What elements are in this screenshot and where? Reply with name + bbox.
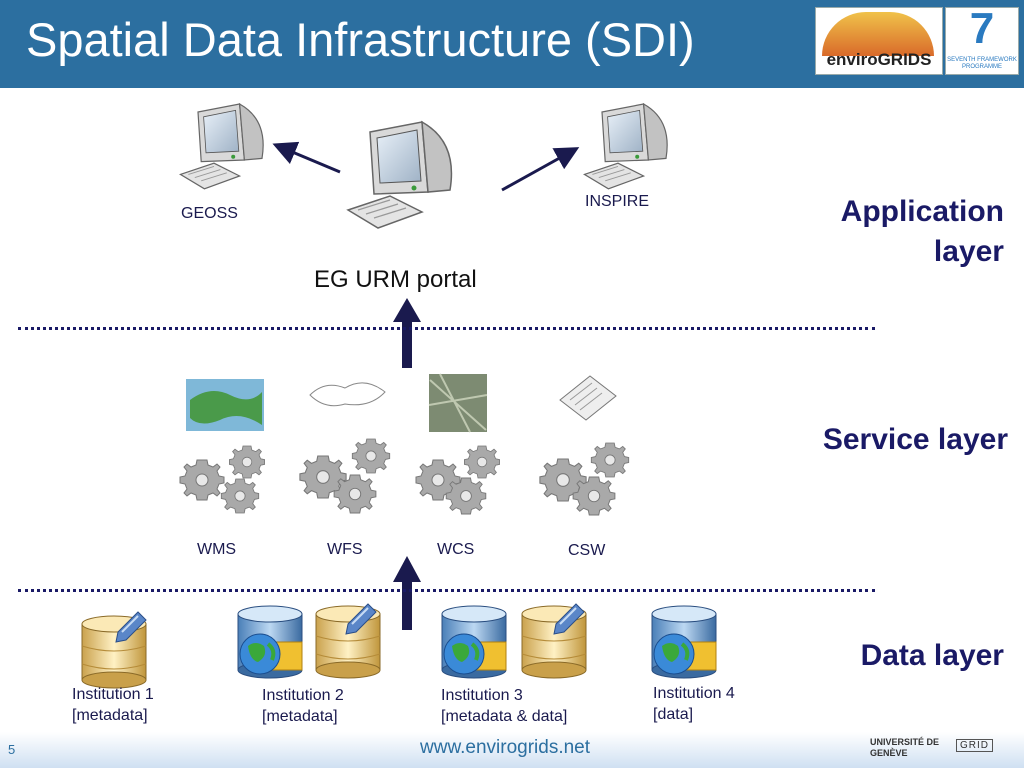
wms-gears-icon xyxy=(179,445,266,514)
institution1-type: [metadata] xyxy=(72,707,148,724)
institution2-data-db-icon xyxy=(236,604,304,680)
service-label-wfs: WFS xyxy=(327,541,363,558)
arrow-to-geoss xyxy=(272,141,341,174)
institution1-metadata-db-icon xyxy=(81,611,147,689)
service-label-wms: WMS xyxy=(197,541,237,558)
wms-map-thumbnail xyxy=(186,379,264,431)
service-label-csw: CSW xyxy=(568,542,606,559)
wcs-raster-thumbnail xyxy=(428,373,488,433)
fp7-logo-number: 7 xyxy=(969,4,995,53)
institution2-name: Institution 2 xyxy=(262,687,344,704)
institution3-data-db-icon xyxy=(440,604,508,680)
slide-title: Spatial Data Infrastructure (SDI) xyxy=(26,13,695,66)
envirogrids-logo-text: enviroGRIDS xyxy=(826,50,932,69)
institution3-name: Institution 3 xyxy=(441,687,523,704)
fp7-logo: 7 SEVENTH FRAMEWORK PROGRAMME xyxy=(945,4,1019,75)
institution3-label: Institution 3 [metadata & data] xyxy=(441,685,567,727)
geoss-label: GEOSS xyxy=(181,205,238,222)
institution3-metadata-db-icon xyxy=(521,603,587,679)
geoss-computer-icon xyxy=(179,103,264,190)
service-label-wcs: WCS xyxy=(437,541,475,558)
envirogrids-logo: enviroGRIDS xyxy=(815,7,943,75)
institution4-data-db-icon xyxy=(650,604,718,680)
wfs-gears-icon xyxy=(299,438,391,514)
arrow-data-to-service xyxy=(393,556,421,630)
institution4-type: [data] xyxy=(653,706,694,723)
footer-bar xyxy=(0,732,1024,768)
service-layer-label: Service layer xyxy=(822,423,1008,456)
portal-label: EG URM portal xyxy=(314,266,477,293)
separator-service-data xyxy=(18,589,875,592)
footer-partner-logos: UNIVERSITÉ DE GENÈVE GRID xyxy=(870,737,1016,763)
footer-url-link[interactable]: www.envirogrids.net xyxy=(420,737,591,758)
arrow-to-inspire xyxy=(501,147,580,192)
data-layer-label: Data layer xyxy=(860,639,1004,672)
grid-logo-text: GRID xyxy=(956,739,993,752)
institution3-type: [metadata & data] xyxy=(441,708,568,725)
csw-gears-icon xyxy=(539,442,630,516)
portal-computer-icon xyxy=(347,121,453,229)
separator-app-service xyxy=(18,327,875,330)
unige-logo-text: UNIVERSITÉ DE GENÈVE xyxy=(870,737,940,758)
page-number: 5 xyxy=(8,742,16,757)
institution1-label: Institution 1 [metadata] xyxy=(72,684,154,726)
fp7-logo-text: SEVENTH FRAMEWORK PROGRAMME xyxy=(947,57,1017,70)
logo-arc xyxy=(822,12,934,56)
institution2-metadata-db-icon xyxy=(315,603,381,679)
wfs-map-thumbnail xyxy=(304,369,388,415)
wcs-gears-icon xyxy=(415,445,501,515)
application-layer-label: Application layer xyxy=(840,195,1004,268)
institution4-name: Institution 4 xyxy=(653,685,735,702)
institution4-label: Institution 4 [data] xyxy=(653,683,735,725)
institution1-name: Institution 1 xyxy=(72,686,154,703)
institution2-type: [metadata] xyxy=(262,708,338,725)
inspire-label: INSPIRE xyxy=(585,193,650,210)
inspire-computer-icon xyxy=(583,103,668,190)
arrow-service-to-app xyxy=(393,298,421,368)
institution2-label: Institution 2 [metadata] xyxy=(262,685,344,727)
csw-document-icon xyxy=(554,372,618,424)
